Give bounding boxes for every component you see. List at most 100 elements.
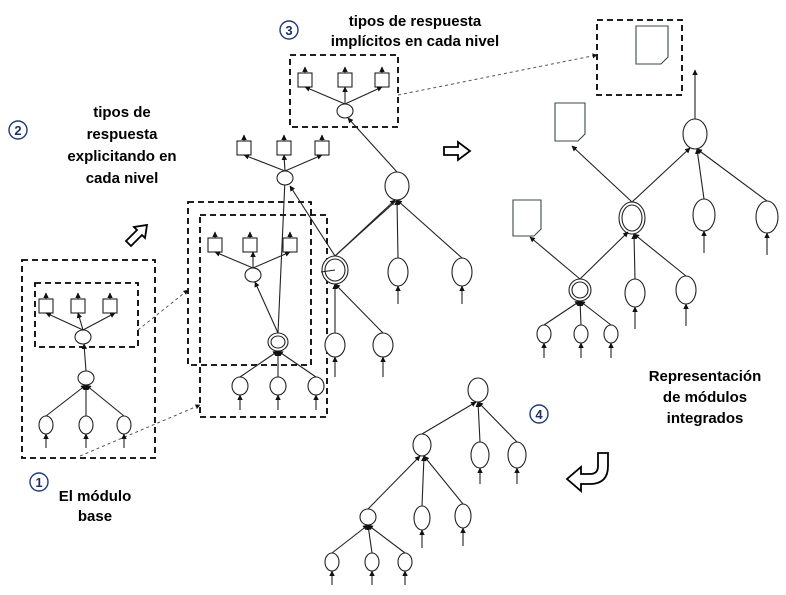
module-base-response-box [34,282,139,348]
tree-edge [334,283,384,334]
step-number-3: 3 [285,23,292,38]
tree-node [324,332,346,358]
response-type-square [242,237,258,253]
dotted-connector-2 [79,404,201,457]
tree-edge [334,199,398,257]
tree-edge [81,343,88,372]
tree-edge [344,86,383,105]
tree-node [231,376,249,396]
tree-edge [577,300,583,326]
tree-node [682,118,708,150]
tree-edge [243,154,286,172]
tree-edge [76,312,84,331]
response-type-square [276,140,292,156]
tree-node [269,376,287,396]
step2-label-line3: explicitando en [67,148,176,165]
step-circle-3 [279,20,299,40]
tree-edge [631,147,691,203]
tree-edge [277,350,317,378]
response-type-square [70,298,86,314]
response-type-square [207,237,223,253]
tree-node [603,324,619,344]
tree-node [454,503,472,529]
tree-node [74,329,92,345]
tree-edge [694,148,705,200]
tree-edge [239,350,279,378]
tree-node [244,267,262,283]
response-type-square [314,140,330,156]
tree-edge [331,524,369,554]
step-circle-4 [529,404,549,424]
response-type-square [337,72,353,88]
step3-label-line2: implícitos en cada nivel [331,33,499,50]
tree-node [38,415,54,435]
tree-edge [254,281,279,334]
tree-edge [543,300,581,326]
tree-edge [45,384,87,417]
step-number-4: 4 [535,407,543,422]
tree-edge [477,401,518,443]
document-icon [554,102,586,142]
tree-node [324,552,340,572]
hollow-curved-arrow-icon [565,452,609,493]
tree-node [372,332,394,358]
tree-edge [289,185,336,257]
step-circle-2 [8,120,28,140]
dotted-connector-3 [397,53,598,96]
step1-label-line1: El módulo [59,488,132,505]
tree-edge [82,312,116,331]
response-type-square [236,140,252,156]
tree-node [78,415,94,435]
tree-node [359,508,377,526]
tree-edge [284,154,323,172]
tree-node [507,441,527,469]
tree-edge [633,233,687,277]
tree-edge [475,401,481,443]
tree-node [336,103,354,119]
tree-edge [277,179,286,334]
tree-edge [396,199,463,259]
step-number-2: 2 [14,123,21,138]
tree-node-inner [571,281,589,299]
step2-label-line2: respuesta [87,126,159,143]
hollow-arrow-up-right-icon [124,223,149,248]
tree-node [451,257,473,287]
step1-label-line2: base [78,508,112,525]
tree-node [364,552,380,572]
tree-node [412,433,432,457]
tree-edge [281,154,288,172]
step4-label-line1: Representación [649,368,762,385]
document-icon [635,25,669,65]
document-icon [512,199,542,237]
tree-edge [367,524,406,554]
tree-node [675,275,697,305]
response-type-square [297,72,313,88]
step4-label-line3: integrados [667,410,744,427]
tree-node [624,278,646,308]
response-type-square [374,72,390,88]
tree-node [116,415,132,435]
response-type-square [282,237,298,253]
response-type-square [102,298,118,314]
tree-edge [304,86,346,105]
tree-node [536,324,552,344]
module-base-outer-box [21,259,156,459]
tree-edge [696,148,768,202]
tree-edge [579,300,612,326]
step-circle-1 [29,472,49,492]
tree-edge [394,199,400,259]
tree-node [77,370,95,386]
tree-node [755,200,779,234]
tree-edge [579,231,629,280]
graph-layer [38,25,779,585]
module-level2-outer-box [199,214,328,418]
module-level3-response-box [289,54,399,128]
tree-node [397,552,413,572]
tree-edge [347,117,398,173]
tree-edge [252,251,291,269]
step-number-1: 1 [35,475,42,490]
tree-edge [367,455,421,510]
tree-node [276,170,294,186]
tree-edge [631,233,637,280]
